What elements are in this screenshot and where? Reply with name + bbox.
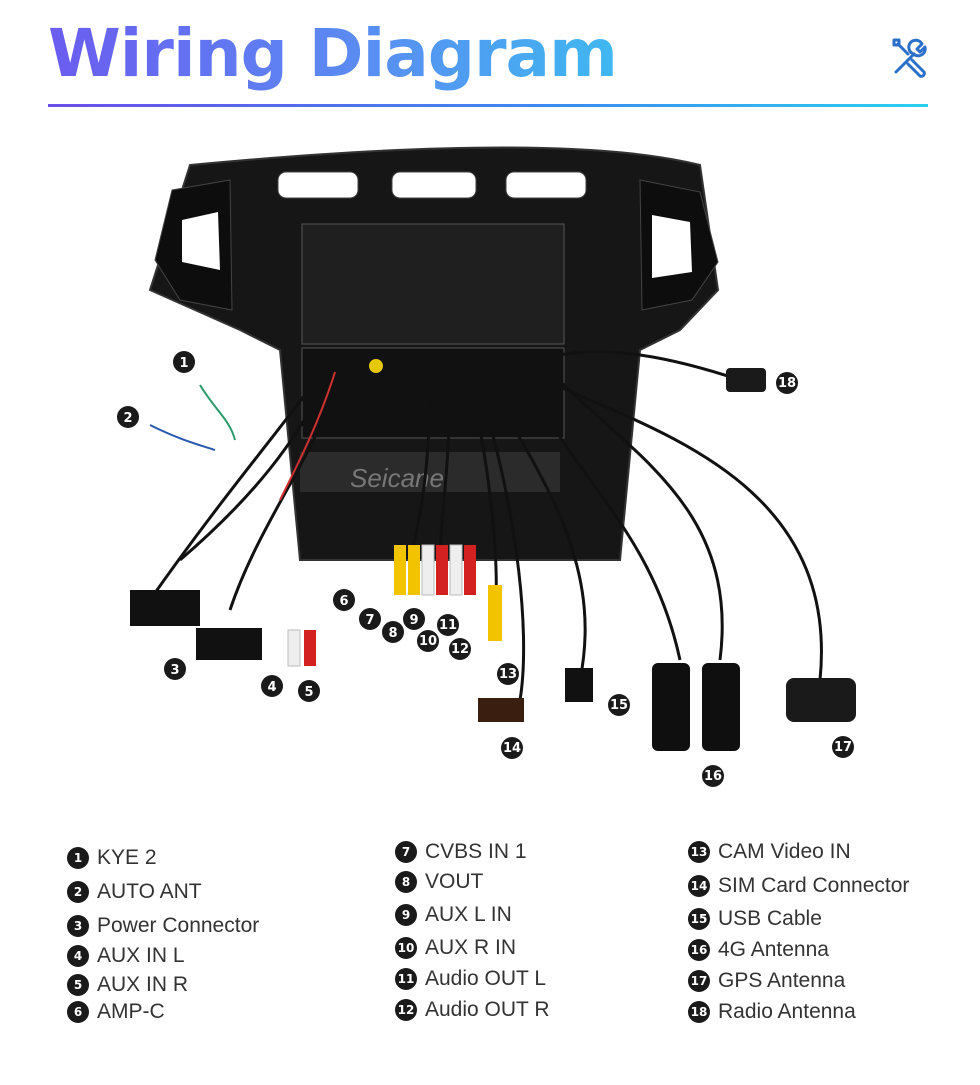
callout-18: 18 xyxy=(776,372,798,394)
legend-item: 8 VOUT xyxy=(395,870,483,894)
legend-badge: 17 xyxy=(688,970,710,992)
legend-badge: 18 xyxy=(688,1001,710,1023)
legend-item: 14 SIM Card Connector xyxy=(688,874,909,898)
legend-item: 13 CAM Video IN xyxy=(688,840,851,864)
svg-text:12: 12 xyxy=(451,642,469,657)
legend-item: 9 AUX L IN xyxy=(395,903,512,927)
callout-1: 1 xyxy=(173,351,195,373)
legend-label: Power Connector xyxy=(97,914,260,937)
svg-text:3: 3 xyxy=(170,663,179,678)
legend-badge: 7 xyxy=(395,841,417,863)
wires-colored xyxy=(149,371,336,501)
svg-text:10: 10 xyxy=(419,634,437,649)
watermark: Seicane xyxy=(350,463,444,493)
callout-12: 12 xyxy=(449,638,471,660)
svg-text:5: 5 xyxy=(304,685,313,700)
svg-text:9: 9 xyxy=(409,613,418,628)
legend-item: 10 AUX R IN xyxy=(395,936,516,960)
callout-14: 14 xyxy=(501,737,523,759)
callout-5: 5 xyxy=(298,680,320,702)
legend-item: 3 Power Connector xyxy=(67,914,259,938)
svg-text:14: 14 xyxy=(503,741,521,756)
legend-badge: 15 xyxy=(688,908,710,930)
legend-badge: 1 xyxy=(67,847,89,869)
legend-item: 11 Audio OUT L xyxy=(395,967,546,991)
legend-item: 16 4G Antenna xyxy=(688,938,829,962)
legend-label: KYE 2 xyxy=(97,846,157,869)
legend-badge: 4 xyxy=(67,945,89,967)
callout-15: 15 xyxy=(608,694,630,716)
legend-item: 12 Audio OUT R xyxy=(395,998,550,1022)
legend-label: GPS Antenna xyxy=(718,969,846,992)
legend-label: AUTO ANT xyxy=(97,880,202,903)
legend-label: USB Cable xyxy=(718,907,822,930)
callout-6: 6 xyxy=(333,589,355,611)
legend-badge: 12 xyxy=(395,999,417,1021)
svg-text:8: 8 xyxy=(388,626,397,641)
legend-label: CAM Video IN xyxy=(718,840,851,863)
legend-item: 4 AUX IN L xyxy=(67,944,185,968)
legend-badge: 13 xyxy=(688,841,710,863)
legend-badge: 16 xyxy=(688,939,710,961)
legend-label: Audio OUT L xyxy=(425,967,547,990)
callout-11: 11 xyxy=(437,614,459,636)
callout-10: 10 xyxy=(417,630,439,652)
legend-badge: 3 xyxy=(67,915,89,937)
svg-text:16: 16 xyxy=(704,769,722,784)
legend-item: 6 AMP-C xyxy=(67,1000,165,1024)
callout-3: 3 xyxy=(164,658,186,680)
svg-text:13: 13 xyxy=(499,667,517,682)
header-divider xyxy=(48,104,928,107)
legend-item: 15 USB Cable xyxy=(688,907,822,931)
svg-text:15: 15 xyxy=(610,698,628,713)
callout-9: 9 xyxy=(403,608,425,630)
callout-4: 4 xyxy=(261,675,283,697)
svg-text:11: 11 xyxy=(439,618,457,633)
legend-badge: 6 xyxy=(67,1001,89,1023)
legend-item: 7 CVBS IN 1 xyxy=(395,840,527,864)
svg-text:4: 4 xyxy=(267,680,276,695)
legend-label: CVBS IN 1 xyxy=(425,840,527,863)
legend-label: VOUT xyxy=(425,870,484,893)
legend-badge: 10 xyxy=(395,937,417,959)
head-unit-frame xyxy=(148,146,720,561)
legend-badge: 8 xyxy=(395,871,417,893)
callout-8: 8 xyxy=(382,621,404,643)
svg-text:6: 6 xyxy=(339,594,348,609)
legend-label: AMP-C xyxy=(97,1000,165,1023)
callout-16: 16 xyxy=(702,765,724,787)
callout-7: 7 xyxy=(359,608,381,630)
legend-badge: 9 xyxy=(395,904,417,926)
callout-17: 17 xyxy=(832,736,854,758)
legend-badge: 2 xyxy=(67,881,89,903)
svg-text:1: 1 xyxy=(179,356,188,371)
connectors xyxy=(130,368,856,751)
legend-badge: 11 xyxy=(395,968,417,990)
svg-text:17: 17 xyxy=(834,740,852,755)
legend-label: AUX R IN xyxy=(425,936,517,959)
callout-2: 2 xyxy=(117,406,139,428)
legend-item: 18 Radio Antenna xyxy=(688,1000,856,1024)
legend-label: 4G Antenna xyxy=(718,938,829,961)
legend-label: AUX IN R xyxy=(97,973,189,996)
tools-icon xyxy=(892,38,927,78)
page-title: Wiring Diagram xyxy=(48,15,618,92)
svg-text:2: 2 xyxy=(123,411,132,426)
legend-label: AUX IN L xyxy=(97,944,185,967)
legend-label: Radio Antenna xyxy=(718,1000,856,1023)
svg-text:18: 18 xyxy=(778,376,796,391)
legend-badge: 14 xyxy=(688,875,710,897)
callout-13: 13 xyxy=(497,663,519,685)
svg-text:7: 7 xyxy=(365,613,374,628)
legend-item: 2 AUTO ANT xyxy=(67,880,202,904)
legend-label: Audio OUT R xyxy=(425,998,550,1021)
callouts: 1 2 3 4 5 6 7 8 9 10 11 12 13 14 15 16 1… xyxy=(117,351,854,787)
legend-label: AUX L IN xyxy=(425,903,512,926)
legend-item: 17 GPS Antenna xyxy=(688,969,845,993)
legend-item: 1 KYE 2 xyxy=(67,846,157,870)
legend-badge: 5 xyxy=(67,974,89,996)
legend-label: SIM Card Connector xyxy=(718,874,910,897)
wiring-diagram: Seicane xyxy=(117,146,856,787)
legend-item: 5 AUX IN R xyxy=(67,973,188,997)
